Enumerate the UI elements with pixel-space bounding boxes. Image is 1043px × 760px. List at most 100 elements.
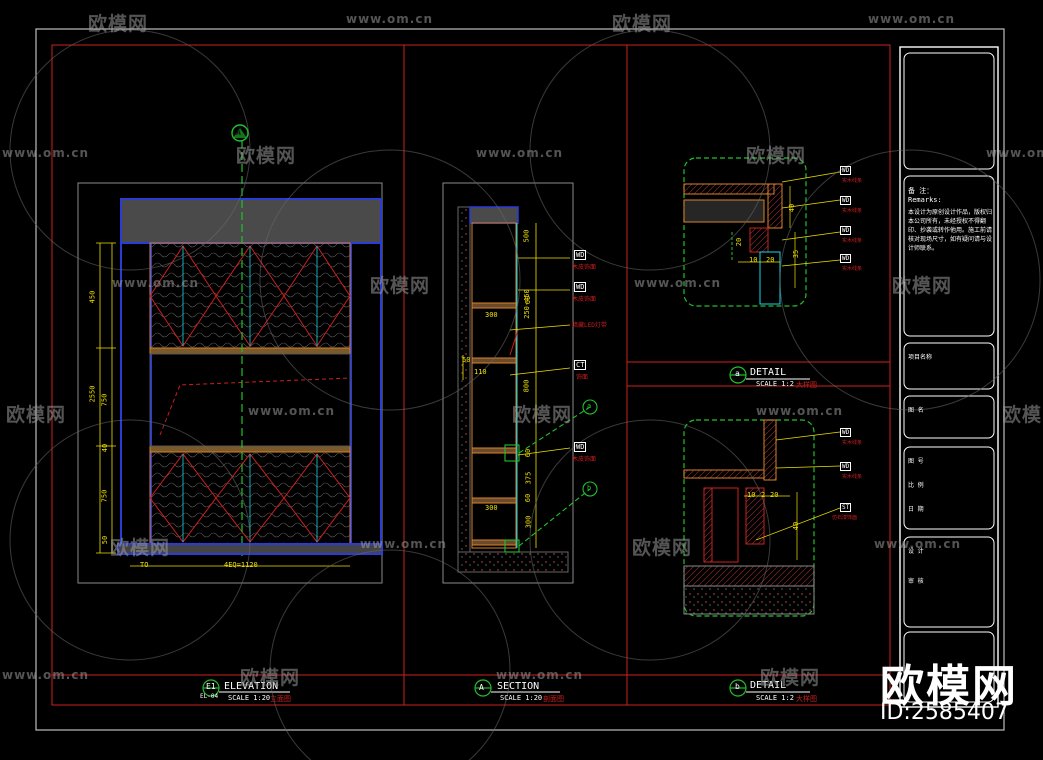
watermark-url: www.om.cn	[756, 404, 844, 418]
sec-dim-inner-2: 300	[485, 504, 498, 512]
detail-a-dim-4: 20	[766, 256, 775, 264]
field-designer: 设 计	[908, 548, 924, 555]
remarks-body: 本设计为原创设计作品，版权归本公司所有，未经授权不得翻印、抄袭或转作他用。施工前…	[908, 209, 993, 252]
watermark-brand: 欧模网	[110, 537, 171, 559]
watermark-brand: 欧模网	[512, 404, 573, 426]
elevation-view	[77, 124, 383, 584]
sec-dim-4: 800	[522, 379, 531, 393]
section-tag: A	[479, 683, 484, 692]
section-view	[442, 182, 598, 584]
elevation-section-marker: A	[236, 128, 241, 137]
detail-note-2: 实木线条	[842, 208, 863, 214]
watermark-brand: 欧模网	[370, 275, 431, 297]
watermark-url: www.om.cn	[2, 668, 90, 682]
watermark-brand: 欧模网	[88, 13, 149, 35]
sec-marker-b: b	[587, 484, 592, 492]
sec-dim-left-1: 50	[462, 356, 471, 364]
sec-dim-1: 500	[522, 229, 531, 243]
watermark-brand: 欧模网	[236, 145, 297, 167]
title-block-frame	[899, 46, 999, 708]
watermark-url: www.om.cn	[634, 276, 722, 290]
field-date: 日 期	[908, 506, 924, 513]
detail-a-dim-2: 20	[735, 237, 744, 247]
sec-tag-4: WD	[574, 442, 587, 452]
remarks-label-cn: 备 注：	[908, 187, 934, 195]
watermark-url: www.om.cn	[874, 537, 962, 551]
detail-tag-2: WD	[840, 196, 852, 205]
detail-b-name: 大样图	[796, 695, 817, 703]
detail-a-name: 大样图	[796, 381, 817, 389]
sec-dim-7: 60	[524, 493, 533, 503]
watermark-url: www.om.cn	[360, 537, 448, 551]
detail-a-tag: a	[735, 369, 740, 378]
remarks-label-en: Remarks:	[908, 196, 942, 204]
watermark-arcs	[9, 29, 1041, 760]
sec-note-4: 饰面	[576, 374, 589, 381]
sec-marker-a: a	[587, 402, 592, 410]
sec-note-3: 暗藏LED灯带	[572, 322, 607, 329]
detail-a-dim-5: 35	[792, 249, 801, 259]
elev-dim-1: 450	[88, 290, 97, 304]
sec-note-5: 木皮饰面	[572, 456, 597, 463]
detail-b-dim-3: 20	[770, 491, 779, 499]
detail-tag-3: WD	[840, 226, 852, 235]
detail-b-dim-2: 2	[761, 491, 766, 499]
elev-dim-4: 40	[101, 443, 110, 453]
sec-dim-3: 60	[524, 295, 533, 305]
sec-dim-6: 375	[524, 471, 533, 485]
sec-tag-2: WD	[574, 282, 587, 292]
view-title-underlines	[219, 378, 810, 693]
watermark-brand: 欧模网	[1002, 404, 1043, 426]
detail-a-dim-3: 10	[749, 256, 758, 264]
detail-a-title: DETAIL	[750, 367, 787, 378]
detail-tag-6: WD	[840, 462, 852, 471]
detail-b-title: DETAIL	[750, 680, 787, 691]
detail-tag-7: ST	[840, 503, 852, 512]
field-project: 项目名称	[908, 354, 933, 361]
field-scale: 比 例	[908, 482, 924, 489]
detail-b-tag: b	[735, 682, 740, 691]
elev-dim-5: 750	[100, 489, 109, 503]
watermark-brand-stamp: 欧模网	[880, 661, 1018, 712]
detail-note-1: 实木线条	[842, 178, 863, 184]
view-title-markers	[202, 366, 747, 697]
detail-note-5: 实木线条	[842, 440, 863, 446]
detail-a-scale: SCALE 1:2	[756, 380, 794, 388]
detail-b-dim-1: 10	[747, 491, 756, 499]
field-drawing-no: 图 号	[908, 458, 924, 465]
detail-note-6: 实木线条	[842, 474, 863, 480]
watermark-url: www.om.cn	[496, 668, 584, 682]
field-reviewer: 审 核	[908, 578, 924, 585]
detail-note-3: 实木线条	[842, 238, 863, 244]
watermark-brand: 欧模网	[892, 275, 953, 297]
detail-note-4: 实木线条	[842, 266, 863, 272]
watermark-brand: 欧模网	[240, 667, 301, 689]
elevation-code: EL-04	[200, 693, 219, 700]
watermark-url: www.om.cn	[2, 146, 90, 160]
watermark-brand: 欧模网	[746, 145, 807, 167]
elevation-scale: SCALE 1:20	[228, 694, 271, 702]
sec-note-1: 木皮饰面	[572, 264, 597, 271]
watermark-brand: 欧模网	[612, 13, 673, 35]
watermark-url: www.om.cn	[986, 146, 1043, 160]
watermark-url: www.om.cn	[476, 146, 564, 160]
detail-b-scale: SCALE 1:2	[756, 694, 794, 702]
elev-dim-6: 50	[101, 535, 110, 545]
detail-note-7: 仿石漆饰面	[832, 515, 858, 521]
watermark-brand: 欧模网	[760, 667, 821, 689]
elevation-title: ELEVATION	[224, 681, 279, 692]
sec-note-2: 木皮饰面	[572, 296, 597, 303]
watermark-url: www.om.cn	[112, 276, 200, 290]
elevation-name: 立面图	[270, 695, 291, 703]
field-drawing-name: 图 名	[908, 407, 924, 414]
sec-dim-left-2: 110	[474, 368, 487, 376]
detail-tag-4: WD	[840, 254, 852, 263]
watermark-brand: 欧模网	[632, 537, 693, 559]
watermark-url: www.om.cn	[868, 12, 956, 26]
watermark-url: www.om.cn	[346, 12, 434, 26]
detail-a-view	[683, 157, 841, 307]
detail-a-dim-1: 40	[788, 203, 797, 213]
watermark-url: www.om.cn	[248, 404, 336, 418]
elev-dim-3: 750	[100, 393, 109, 407]
